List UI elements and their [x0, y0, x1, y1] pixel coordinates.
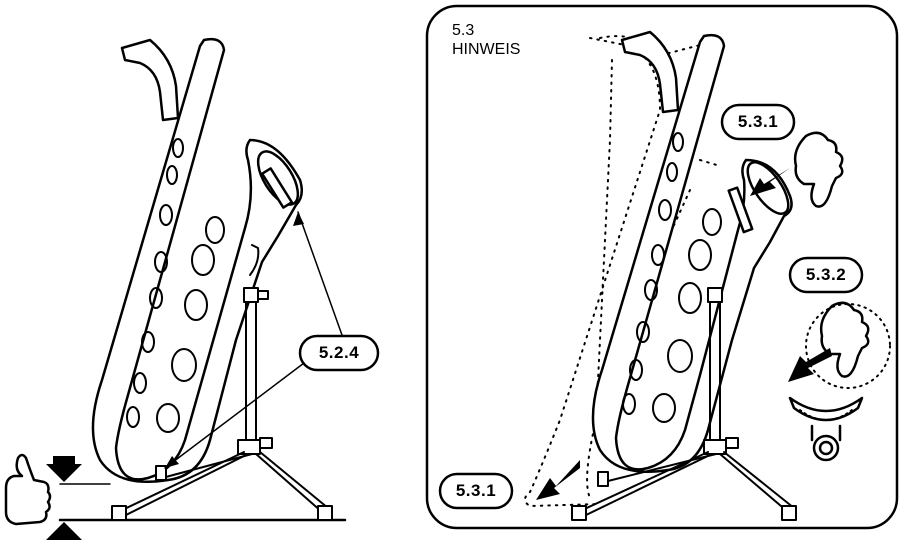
right-panel [425, 4, 899, 530]
pointer-line-top [297, 211, 343, 336]
callout-5-2-4 [298, 334, 380, 372]
tone-holes [622, 132, 722, 423]
thumbs-down-icon [819, 301, 870, 378]
arrow-down-icon [46, 456, 82, 482]
saxophone-neck [620, 30, 680, 114]
callout-label-5-3-2: 5.3.2 [805, 265, 847, 284]
arrow-icon [165, 456, 179, 468]
callout-label-5-2-4: 5.2.4 [318, 343, 360, 362]
thumbs-down-icon [793, 131, 844, 208]
saxophone-body [91, 37, 304, 484]
bell-peg [727, 186, 754, 234]
callout-label-5-3-1-top: 5.3.1 [737, 112, 779, 131]
thumbs-up-icon [4, 453, 52, 526]
callout-5-3-1-bottom [438, 472, 514, 510]
callout-label-5-3-1-bottom: 5.3.1 [455, 481, 497, 500]
arrow-icon [536, 460, 580, 500]
arrow-icon [293, 212, 304, 226]
left-panel [4, 37, 380, 540]
panel-frame [425, 4, 899, 530]
callout-5-3-2 [788, 256, 864, 294]
tone-holes [126, 138, 225, 433]
stand [571, 287, 797, 521]
saxophone-neck [120, 38, 180, 122]
callout-5-3-1-top [720, 103, 796, 141]
highlight-circle [805, 303, 891, 389]
arrow-icon [750, 168, 790, 196]
section-number: 5.3 [452, 22, 475, 39]
section-title: HINWEIS [452, 41, 521, 58]
bell-peg [260, 167, 294, 209]
pointer-line-bottom [164, 359, 309, 469]
arrow-up-icon [46, 522, 82, 540]
stand [111, 244, 333, 521]
saxophone-body [591, 33, 793, 474]
bell-holder [788, 396, 864, 462]
